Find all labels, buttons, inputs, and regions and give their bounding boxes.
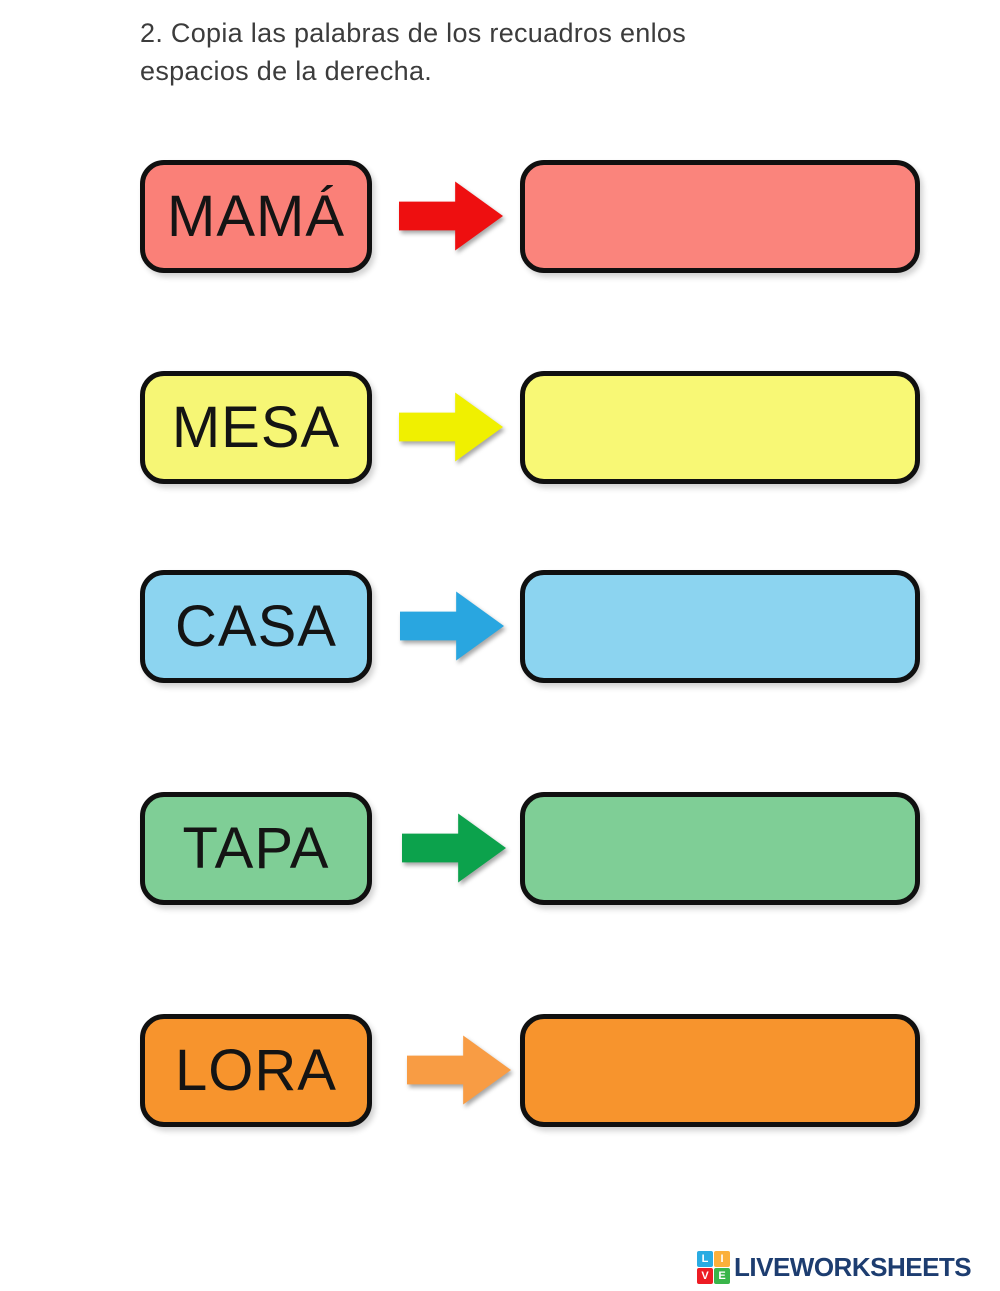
word-label-mama: MAMÁ [167,184,345,249]
liveworksheets-wordmark: LIVEWORKSHEETS [734,1252,972,1282]
word-box-lora: LORA [140,1014,372,1127]
word-box-casa: CASA [140,570,372,683]
word-box-mesa: MESA [140,371,372,484]
logo-cell-v: V [697,1268,713,1284]
arrow-icon [399,391,503,463]
right-arrow-icon [407,1035,511,1105]
liveworksheets-grid-icon: L I V E [697,1251,730,1284]
word-label-casa: CASA [175,594,337,659]
answer-box-mesa[interactable] [520,371,920,484]
liveworksheets-logo: L I V E LIVEWORKSHEETS [697,1251,972,1284]
right-arrow-icon [400,591,504,661]
answer-box-lora[interactable] [520,1014,920,1127]
logo-cell-e: E [714,1268,730,1284]
right-arrow-icon [402,813,506,883]
word-label-tapa: TAPA [182,816,330,881]
instruction-line-1: 2. Copia las palabras de los recuadros e… [140,18,687,48]
word-box-tapa: TAPA [140,792,372,905]
right-arrow-icon [399,181,503,251]
instruction-text: 2. Copia las palabras de los recuadros e… [140,14,830,91]
arrow-icon [407,1034,511,1106]
answer-box-mama[interactable] [520,160,920,273]
word-label-lora: LORA [175,1038,337,1103]
answer-box-casa[interactable] [520,570,920,683]
arrow-icon [399,180,503,252]
word-label-mesa: MESA [171,395,341,460]
arrow-icon [402,812,506,884]
logo-cell-i: I [714,1251,730,1267]
word-box-mama: MAMÁ [140,160,372,273]
arrow-icon [400,590,504,662]
logo-cell-l: L [697,1251,713,1267]
instruction-line-2: espacios de la derecha. [140,56,433,87]
right-arrow-icon [399,392,503,462]
answer-box-tapa[interactable] [520,792,920,905]
